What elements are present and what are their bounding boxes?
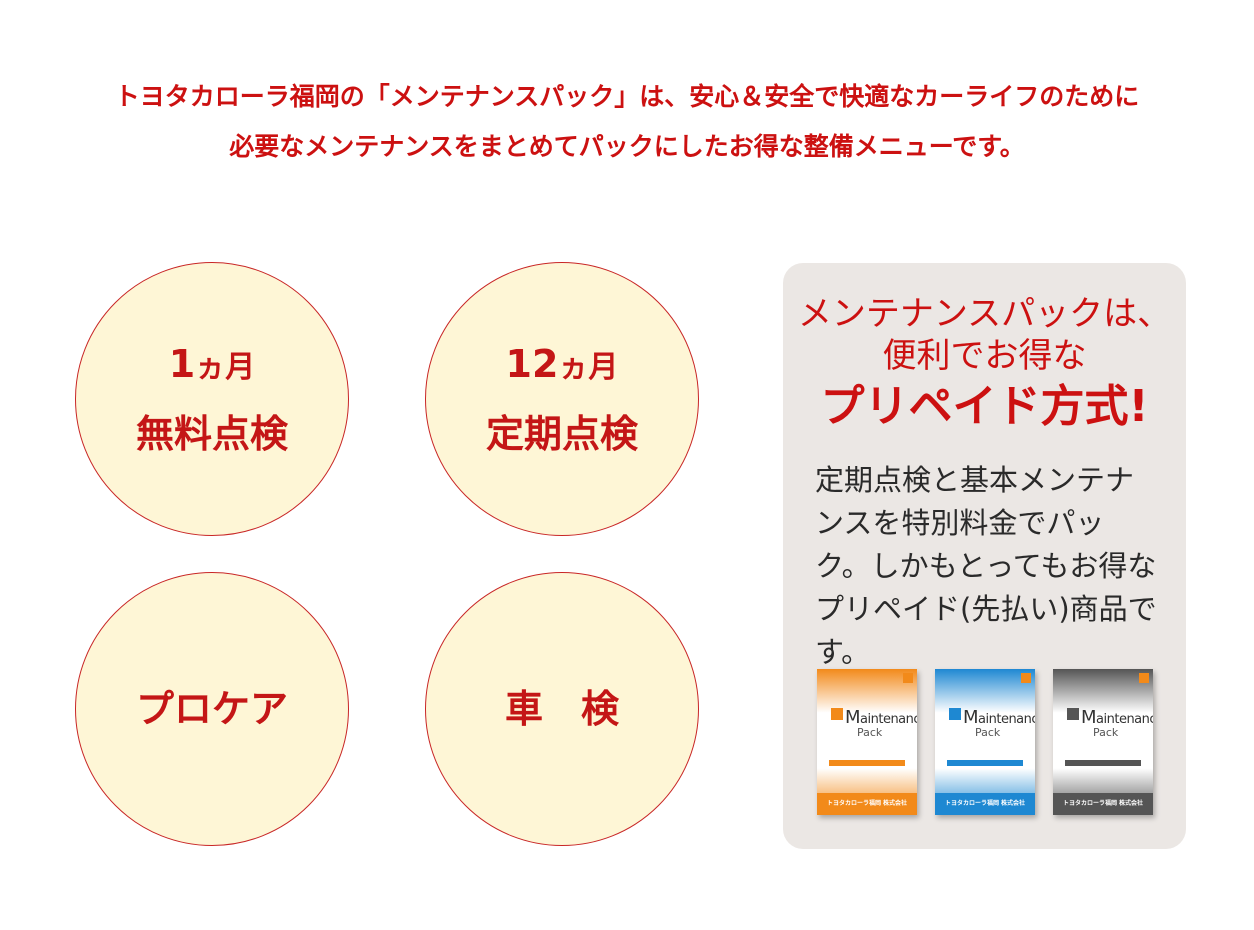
panel-heading-line2: 便利でお得な	[882, 336, 1087, 376]
booklet-title: Maintenance	[845, 707, 917, 728]
maintenance-pack-booklet-gray: Maintenance Pack トヨタカローラ福岡 株式会社	[1053, 669, 1153, 815]
headline: トヨタカローラ福岡の「メンテナンスパック」は、安心＆安全で快適なカーライフのため…	[0, 72, 1254, 172]
booklet-footer: トヨタカローラ福岡 株式会社	[1053, 793, 1153, 815]
booklet-subtitle: Pack	[857, 726, 883, 739]
booklet-footer: トヨタカローラ福岡 株式会社	[935, 793, 1035, 815]
circle-line2: 無料点検	[135, 412, 288, 456]
circle-12month-inspection: 12ヵ月 定期点検	[425, 262, 699, 536]
circle-line1: 12ヵ月	[505, 342, 619, 386]
maintenance-pack-booklet-blue: Maintenance Pack トヨタカローラ福岡 株式会社	[935, 669, 1035, 815]
maintenance-pack-booklet-orange: Maintenance Pack トヨタカローラ福岡 株式会社	[817, 669, 917, 815]
circle-line1: 車 検	[504, 687, 619, 731]
circle-line1: 1ヵ月	[168, 342, 256, 386]
panel-heading-emphasis: プリペイド方式!	[820, 381, 1149, 432]
booklet-subtitle: Pack	[975, 726, 1001, 739]
prepaid-panel: メンテナンスパックは、 便利でお得な プリペイド方式! 定期点検と基本メンテナン…	[783, 263, 1186, 849]
circle-line2: 定期点検	[485, 412, 638, 456]
circle-procare: プロケア	[75, 572, 349, 846]
booklet-footer: トヨタカローラ福岡 株式会社	[817, 793, 917, 815]
circle-vehicle-inspection: 車 検	[425, 572, 699, 846]
panel-body-text: 定期点検と基本メンテナンスを特別料金でパック。しかもとってもお得なプリペイド(先…	[815, 463, 1157, 669]
booklet-subtitle: Pack	[1093, 726, 1119, 739]
circle-monthly-inspection: 1ヵ月 無料点検	[75, 262, 349, 536]
headline-line1: トヨタカローラ福岡の「メンテナンスパック」は、安心＆安全で快適なカーライフのため…	[114, 82, 1140, 111]
panel-heading: メンテナンスパックは、 便利でお得な プリペイド方式!	[783, 293, 1186, 437]
booklet-title: Maintenance	[963, 707, 1035, 728]
headline-line2: 必要なメンテナンスをまとめてパックにしたお得な整備メニューです。	[229, 132, 1025, 161]
circle-line1: プロケア	[135, 687, 288, 731]
booklet-title: Maintenance	[1081, 707, 1153, 728]
panel-heading-line1: メンテナンスパックは、	[797, 294, 1172, 334]
